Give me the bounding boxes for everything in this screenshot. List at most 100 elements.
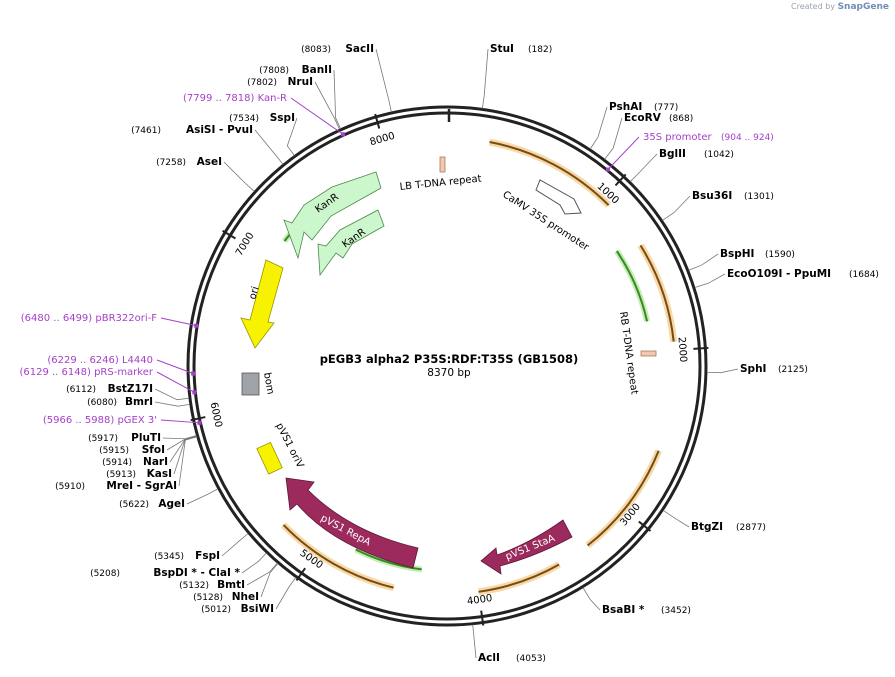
camv-promoter-arrow [535,179,582,215]
site-leader-line [662,195,691,221]
site-leader-line [246,562,278,586]
primer-label: (6229 .. 6246) L4440 [47,355,153,366]
site-leader-line [223,161,255,192]
site-position: (868) [669,114,693,124]
pvs1-repa-arrow [285,477,419,569]
site-name: NruI [288,76,313,88]
site-leader-line [314,81,340,130]
orange-feature-right [639,244,675,342]
primer-label: 35S promoter [643,132,713,143]
site-name: BglII [659,148,686,160]
site-position: (3452) [661,606,691,616]
tick-mark [190,416,206,422]
site-position: (8083) [301,45,331,55]
primer-label: (5966 .. 5988) pGEX 3' [43,415,157,426]
green-feature-bottom [355,548,422,571]
site-name: PshAI [609,101,642,113]
site-position: (5915) [99,446,129,456]
plasmid-name: pEGB3 alpha2 P35S:RDF:T35S (GB1508) [320,352,579,366]
tick-label: 4000 [466,593,493,607]
site-position: (2125) [778,365,808,375]
tick-label: 8000 [369,131,396,149]
primer-leader-line [156,371,195,393]
site-position: (7534) [229,114,259,124]
orange-feature-bottom-left [282,524,394,589]
tick-label: 2000 [676,337,689,363]
site-position: (5208) [90,569,120,579]
site-name: PluTI [131,432,161,444]
rb-tdna-repeat-box [640,350,657,357]
site-name: BmrI [125,396,153,408]
primer-range: (904 .. 924) [721,133,774,143]
site-position: (6112) [66,385,96,395]
site-leader-line [173,435,197,475]
site-name: BspHI [720,248,754,260]
site-leader-line [221,533,249,557]
site-name: StuI [490,43,514,55]
site-position: (5132) [179,581,209,591]
site-position: (5128) [193,593,223,603]
site-name: BanII [302,64,332,76]
orange-feature-bottom-right-glow [478,561,561,596]
site-name: BsaBI * [602,604,645,616]
site-name: KasI [147,468,172,480]
site-position: (1301) [744,192,774,202]
site-name: AclI [478,652,500,664]
site-position: (5914) [102,458,132,468]
primer-mark [340,132,345,137]
site-leader-line [662,510,690,528]
primer-label: (6129 .. 6148) pRS-marker [19,367,153,378]
green-feature-right-glow [614,249,651,323]
site-position: (5622) [119,500,149,510]
site-leader-line [241,552,267,574]
site-position: (5913) [106,470,136,480]
site-leader-line [482,48,489,109]
primer-mark [191,371,196,376]
kanr-arrow-1 [283,171,382,260]
site-leader-line [333,69,341,129]
site-position: (1042) [704,150,734,160]
backbone-inner-ring [192,111,702,621]
site-position: (7802) [247,78,277,88]
feature-label-camv: CaMV 35S promoter [500,189,591,253]
tick-mark [480,610,485,626]
site-position: (182) [528,45,552,55]
site-position: (5917) [88,434,118,444]
site-name: SfoI [142,444,165,456]
site-name: SspI [270,112,295,124]
site-name: NarI [143,456,168,468]
site-leader-line [472,624,477,659]
site-name: EcoRV [624,112,662,124]
site-name: SacII [345,43,374,55]
feature-label-bom: bom [261,372,276,396]
snapgene-logo: SnapGene [837,2,889,12]
primer-label: (7799 .. 7818) Kan-R [183,93,287,104]
site-position: (5012) [201,605,231,615]
pvs1-oriv-box [256,441,283,475]
site-name: BspDI * - ClaI * [153,567,240,579]
site-leader-line [589,106,608,150]
site-position: (2877) [736,523,766,533]
site-position: (7258) [156,158,186,168]
tick-mark [374,113,381,129]
orange-feature-top [489,141,610,206]
orange-feature-lower-right [586,450,660,547]
tick-mark [614,173,627,187]
primer-leader-line [156,359,194,374]
site-position: (4053) [516,654,546,664]
feature-label-lb: LB T-DNA repeat [399,173,482,193]
primer-leader-line [160,317,197,327]
site-name: BtgZI [691,521,723,533]
site-leader-line [694,273,726,288]
orange-feature-bottom-right [478,563,560,593]
site-leader-line [688,253,719,271]
site-position: (777) [654,103,678,113]
primer-leader-line [290,97,344,135]
site-name: Bsu36I [692,190,732,202]
tick-mark [295,567,306,582]
site-leader-line [706,368,739,374]
site-name: MreI - SgrAI [106,480,177,492]
site-leader-line [154,388,190,401]
primer-mark [194,323,199,328]
